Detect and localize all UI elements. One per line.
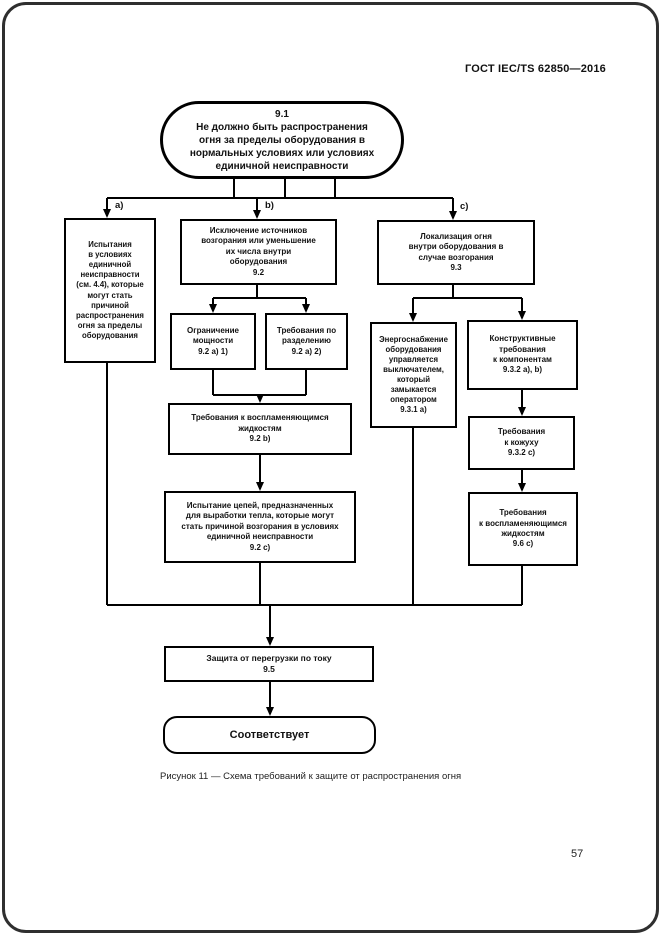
branch-label-a: а) bbox=[115, 200, 124, 211]
flowchart-node-containment: Локализация огня внутри оборудования в с… bbox=[377, 220, 535, 285]
figure-caption: Рисунок 11 — Схема требований к защите о… bbox=[160, 771, 462, 782]
branch-label-b: b) bbox=[265, 200, 274, 211]
flowchart-node-construction: Конструктивные требования к компонентам … bbox=[467, 320, 578, 390]
flowchart-node-heat-test: Испытание цепей, предназначенных для выр… bbox=[164, 491, 356, 563]
flowchart-node-complies: Соответствует bbox=[163, 716, 376, 754]
branch-label-c: с) bbox=[460, 201, 469, 212]
flowchart-node-enclosure: Требования к кожуху 9.3.2 c) bbox=[468, 416, 575, 470]
document-header: ГОСТ IEC/TS 62850—2016 bbox=[464, 63, 606, 75]
flowchart-node-fault-tests: Испытания в условиях единичной неисправн… bbox=[64, 218, 156, 363]
flowchart-node-start: 9.1 Не должно быть распространения огня … bbox=[160, 101, 404, 179]
flowchart-node-liquids-c: Требования к воспламеняющимся жидкостям … bbox=[468, 492, 578, 566]
flowchart-node-ignition: Исключение источников возгорания или уме… bbox=[180, 219, 337, 285]
flowchart-node-separation: Требования по разделению 9.2 a) 2) bbox=[265, 313, 348, 370]
flowchart-node-liquids-b: Требования к воспламеняющимся жидкостям … bbox=[168, 403, 352, 455]
flowchart-node-energy-switch: Энергоснабжение оборудования управляется… bbox=[370, 322, 457, 428]
page-number: 57 bbox=[571, 848, 584, 860]
flowchart-node-overcurrent: Защита от перегрузки по току 9.5 bbox=[164, 646, 374, 682]
flowchart-node-power-limit: Ограничение мощности 9.2 a) 1) bbox=[170, 313, 256, 370]
